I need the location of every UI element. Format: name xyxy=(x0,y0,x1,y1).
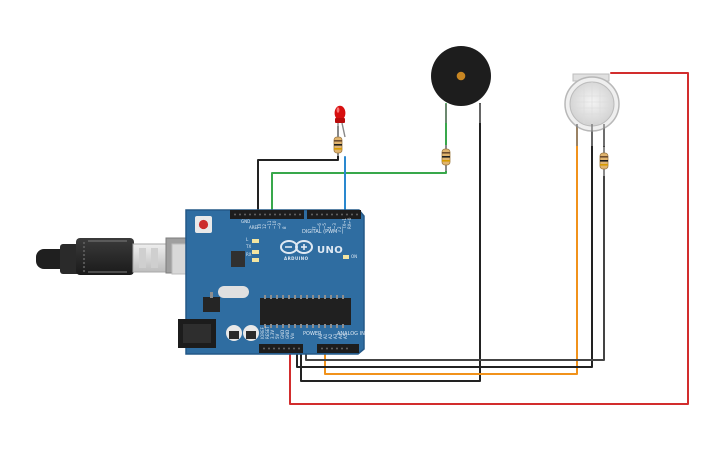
power-pin-reset: RESET xyxy=(265,326,270,339)
digital-pin-0: RX←0 xyxy=(347,217,352,229)
digital-pin-1: TX→1 xyxy=(342,217,347,230)
on-label: ON xyxy=(351,254,357,259)
digital-pin-12: 12 xyxy=(262,223,267,229)
black-buzzer-ground-wire[interactable] xyxy=(300,103,481,382)
analog-pin-a0: A0 xyxy=(318,333,323,339)
analog-pin-a2: A2 xyxy=(328,333,333,339)
aref-label: AREF xyxy=(249,225,260,230)
power-pin-vin: Vin xyxy=(290,332,295,339)
power-pin-gnd-1: GND xyxy=(280,330,285,339)
black-sensor-ground-wire[interactable] xyxy=(296,123,593,368)
power-pin-3v3: 3.3V xyxy=(270,330,275,339)
digital-pin-5: ~5 xyxy=(322,223,327,229)
digital-pin-6: ~6 xyxy=(317,223,322,229)
power-pin-ioref: IOREF xyxy=(260,326,265,339)
digital-pin-7: 7 xyxy=(312,226,317,229)
board-brand-label: ARDUINO xyxy=(284,256,309,261)
digital-pin-8: 8 xyxy=(282,226,287,229)
buzzer[interactable] xyxy=(431,46,491,123)
digital-pin-13: 13 xyxy=(257,223,262,229)
rx-label: RX xyxy=(246,252,252,257)
resistor-buzzer[interactable] xyxy=(441,145,451,171)
analog-label: ANALOG IN xyxy=(337,331,365,337)
digital-pin-11: ~11 xyxy=(267,220,272,229)
digital-pin-2: 2 xyxy=(337,226,342,229)
digital-pin-9: ~9 xyxy=(277,223,282,229)
digital-label: DIGITAL (PWM~) xyxy=(302,229,344,235)
black-led-wire[interactable] xyxy=(257,140,339,215)
analog-pin-a4: A4 xyxy=(338,333,343,339)
gnd-label: GND xyxy=(241,219,250,224)
power-pin-5v: 5V xyxy=(275,333,280,339)
power-pin-labels: IOREF RESET 3.3V 5V GND GND Vin xyxy=(260,326,295,339)
analog-pin-a5: A5 xyxy=(343,333,348,339)
power-label: POWER xyxy=(303,331,322,337)
board-model-label: UNO xyxy=(317,245,343,256)
digital-pin-labels: 13 12 ~11 ~10 ~9 8 7 ~6 ~5 4 ~3 2 TX→1 R… xyxy=(257,217,352,230)
digital-pin-4: 4 xyxy=(327,226,332,229)
red-led[interactable] xyxy=(334,105,346,138)
resistor-sensor[interactable] xyxy=(599,147,609,176)
gas-sensor[interactable] xyxy=(564,73,620,146)
analog-pin-labels: A0 A1 A2 A3 A4 A5 xyxy=(318,333,348,339)
digital-pin-10: ~10 xyxy=(272,220,277,229)
power-pin-gnd-2: GND xyxy=(285,330,290,339)
orange-sensor-wire[interactable] xyxy=(324,123,578,375)
analog-pin-a3: A3 xyxy=(333,333,338,339)
tx-label: TX xyxy=(245,244,251,249)
resistors xyxy=(333,126,609,176)
arduino-logo-icon xyxy=(280,240,313,254)
l-label: L xyxy=(246,237,249,242)
red-power-wire[interactable] xyxy=(289,72,689,405)
digital-pin-3: ~3 xyxy=(332,223,337,229)
analog-pin-a1: A1 xyxy=(323,333,328,339)
arduino-board[interactable]: DIGITAL (PWM~) UNO ARDUINO ON TX RX L PO… xyxy=(178,209,365,355)
